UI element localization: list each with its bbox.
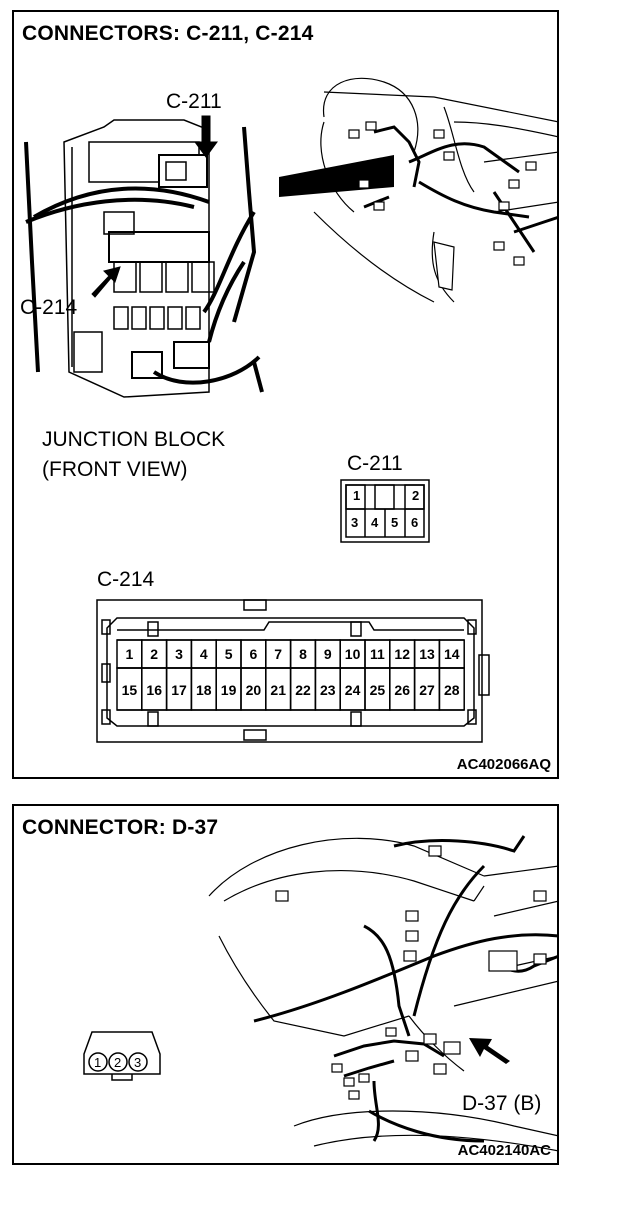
d37-callout-label: D-37 (B) — [462, 1092, 542, 1115]
junction-block-label: JUNCTION BLOCK — [42, 428, 226, 451]
c214-pin-label: 18 — [196, 682, 212, 698]
rear-harness — [253, 835, 559, 1143]
c214-pin-label: 22 — [295, 682, 311, 698]
dashboard-harness — [353, 125, 559, 253]
d37-pin-3 — [128, 1052, 148, 1072]
c211-pin-label: 4 — [371, 515, 379, 530]
c211-connector-face — [340, 479, 430, 543]
connectors-c211-c214-panel: CONNECTORS: C-211, C-214 — [12, 10, 559, 779]
c214-pin-label: 24 — [344, 682, 361, 698]
c214-pin-label: 21 — [270, 682, 286, 698]
c211-pin-label: 2 — [412, 488, 420, 503]
d37-pin-2 — [108, 1052, 128, 1072]
c214-pin-label: 1 — [125, 646, 134, 662]
c211-pin-label: 1 — [353, 488, 361, 503]
c214-pin-grid — [116, 639, 465, 711]
c214-pin-label: 9 — [323, 646, 332, 662]
c214-pin-label: 10 — [344, 646, 361, 662]
c214-pin-label: 5 — [224, 646, 233, 662]
c211-face-label: C-211 — [347, 452, 403, 475]
c214-callout-label: C-214 — [20, 296, 78, 319]
c214-pin-label: 12 — [394, 646, 410, 662]
figure-code: AC402140AC — [457, 1142, 551, 1159]
c214-pin-label: 17 — [171, 682, 187, 698]
d37-pin-1 — [88, 1052, 108, 1072]
d37-pin-label: 2 — [114, 1055, 122, 1070]
c214-pin-label: 6 — [249, 646, 258, 662]
junction-block-illustration — [63, 119, 215, 398]
callout-arrows — [91, 115, 218, 298]
c214-pin-label: 13 — [419, 646, 435, 662]
d37-connector-face — [83, 1031, 161, 1081]
c214-face-label: C-214 — [97, 568, 155, 591]
gear-lever — [433, 241, 455, 291]
c214-pin-label: 2 — [150, 646, 159, 662]
dashboard-illustration — [313, 77, 559, 303]
c211-pin-label: 5 — [391, 515, 399, 530]
panel-title: CONNECTOR: D-37 — [22, 816, 219, 839]
rear-connectors — [275, 845, 547, 1100]
c214-pin-label: 16 — [146, 682, 162, 698]
c214-pin-label: 25 — [369, 682, 386, 698]
c214-pin-label: 15 — [121, 682, 138, 698]
c211-pin-label: 6 — [411, 515, 419, 530]
c214-pin-label: 14 — [444, 646, 460, 662]
c214-pin-label: 4 — [199, 646, 208, 662]
d37-pin-label: 3 — [134, 1055, 142, 1070]
c214-pin-label: 28 — [444, 682, 460, 698]
c214-pin-label: 26 — [394, 682, 410, 698]
d37-pin-label: 1 — [94, 1055, 102, 1070]
c214-pin-label: 7 — [274, 646, 283, 662]
location-pointer — [279, 155, 394, 197]
c214-pin-label: 20 — [245, 682, 262, 698]
panel-title: CONNECTORS: C-211, C-214 — [22, 22, 314, 45]
connector-d37-panel: CONNECTOR: D-37 — [12, 804, 559, 1165]
junction-harness-wires — [24, 126, 264, 393]
c214-pin-label: 11 — [369, 646, 385, 662]
panel2-drawing — [83, 835, 559, 1152]
c214-pin-label: 8 — [299, 646, 307, 662]
junction-view-label: (FRONT VIEW) — [42, 458, 188, 481]
c211-callout-label: C-211 — [166, 90, 222, 113]
c211-pin-label: 3 — [351, 515, 359, 530]
panel1-drawing — [24, 77, 559, 743]
d37-callout-arrow — [469, 1038, 510, 1064]
figure-code: AC402066AQ — [456, 756, 551, 773]
c214-pin-label: 19 — [220, 682, 237, 698]
dashboard-connectors — [348, 121, 537, 266]
c214-connector-face — [96, 599, 490, 743]
rear-body-illustration — [208, 837, 559, 1152]
c214-pin-label: 3 — [175, 646, 183, 662]
c214-pin-cell — [438, 667, 465, 711]
c214-pin-label: 27 — [419, 682, 435, 698]
c214-pin-label: 23 — [320, 682, 336, 698]
